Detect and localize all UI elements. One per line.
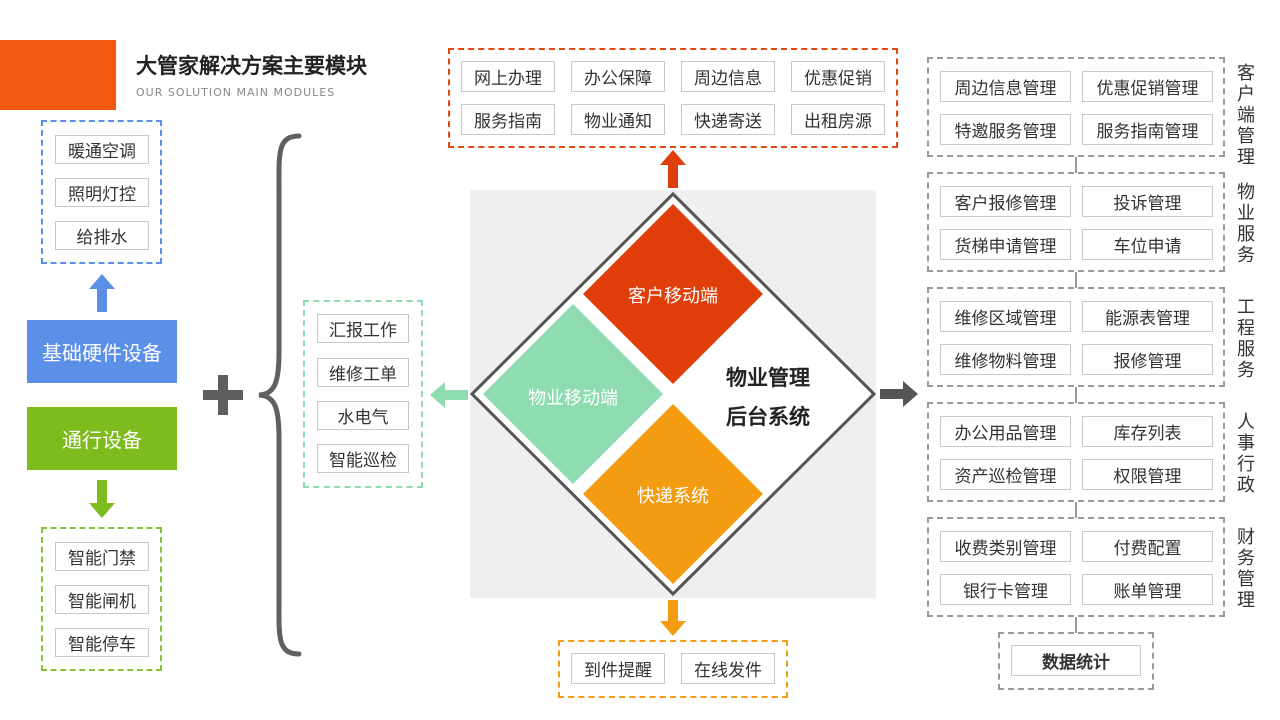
- curly-brace-icon: [258, 133, 302, 657]
- customer-feature-rental: 出租房源: [791, 104, 885, 135]
- staff-item-repair-order: 维修工单: [317, 358, 409, 387]
- module-item: 投诉管理: [1082, 186, 1213, 217]
- data-stats-group: [998, 632, 1154, 690]
- module-item: 客户报修管理: [940, 186, 1071, 217]
- arrow-up-icon: [89, 274, 115, 312]
- module-item: 货梯申请管理: [940, 229, 1071, 260]
- center-diamond: [470, 191, 876, 597]
- module-label-finance: 财务管理: [1237, 527, 1255, 611]
- customer-feature-notice: 物业通知: [571, 104, 665, 135]
- customer-feature-courier: 快递寄送: [681, 104, 775, 135]
- module-group-engineering: [927, 287, 1225, 387]
- express-feature-send: 在线发件: [681, 653, 775, 684]
- data-stats-box: 数据统计: [1011, 645, 1141, 676]
- customer-feature-office: 办公保障: [571, 61, 665, 92]
- hardware-item-water: 给排水: [55, 221, 149, 250]
- module-connector: [1075, 502, 1077, 518]
- access-device-group: [41, 527, 162, 671]
- backend-system-title-line1: 物业管理: [726, 366, 810, 390]
- backend-system-title-line2: 后台系统: [726, 405, 810, 429]
- module-item: 银行卡管理: [940, 574, 1071, 605]
- access-item-door: 智能门禁: [55, 542, 149, 571]
- module-item: 收费类别管理: [940, 531, 1071, 562]
- module-item: 周边信息管理: [940, 71, 1071, 102]
- module-group-property-service: [927, 172, 1225, 272]
- module-item: 资产巡检管理: [940, 459, 1071, 490]
- arrow-down-icon: [89, 480, 115, 518]
- staff-item-utilities: 水电气: [317, 401, 409, 430]
- express-system-label: 快递系统: [637, 486, 709, 507]
- module-item: 库存列表: [1082, 416, 1213, 447]
- basic-hardware-button: 基础硬件设备: [27, 320, 177, 383]
- module-item: 优惠促销管理: [1082, 71, 1213, 102]
- module-item: 办公用品管理: [940, 416, 1071, 447]
- module-item: 服务指南管理: [1082, 114, 1213, 145]
- customer-feature-online: 网上办理: [461, 61, 555, 92]
- customer-feature-promotion: 优惠促销: [791, 61, 885, 92]
- property-staff-group: [303, 300, 423, 488]
- module-group-finance: [927, 517, 1225, 617]
- page-subtitle: OUR SOLUTION MAIN MODULES: [136, 86, 336, 99]
- module-label-hr-admin: 人事行政: [1237, 412, 1255, 496]
- arrow-left-icon: [430, 382, 468, 408]
- property-mobile-shape: [483, 304, 663, 484]
- access-device-button: 通行设备: [27, 407, 177, 470]
- access-item-parking: 智能停车: [55, 628, 149, 657]
- module-item: 权限管理: [1082, 459, 1213, 490]
- module-item: 维修区域管理: [940, 301, 1071, 332]
- module-item: 能源表管理: [1082, 301, 1213, 332]
- module-connector: [1075, 387, 1077, 403]
- customer-features-group: [448, 48, 898, 148]
- module-item: 账单管理: [1082, 574, 1213, 605]
- module-connector: [1075, 617, 1077, 633]
- hardware-item-hvac: 暖通空调: [55, 135, 149, 164]
- module-item: 付费配置: [1082, 531, 1213, 562]
- title-accent-block: [0, 40, 116, 110]
- page-title: 大管家解决方案主要模块: [136, 54, 367, 78]
- module-connector: [1075, 272, 1077, 288]
- property-mobile-label: 物业移动端: [528, 388, 618, 409]
- express-features-group: [558, 640, 788, 698]
- customer-mobile-shape: [583, 204, 763, 384]
- arrow-up-icon: [660, 150, 686, 188]
- module-item: 维修物料管理: [940, 344, 1071, 375]
- arrow-right-icon: [880, 381, 918, 407]
- arrow-down-icon: [660, 600, 686, 636]
- module-item: 车位申请: [1082, 229, 1213, 260]
- express-feature-arrival: 到件提醒: [571, 653, 665, 684]
- staff-item-inspection: 智能巡检: [317, 444, 409, 473]
- module-connector: [1075, 157, 1077, 173]
- customer-feature-guide: 服务指南: [461, 104, 555, 135]
- module-label-property-service: 物业服务: [1237, 182, 1255, 266]
- module-label-client: 客户端管理: [1237, 63, 1255, 168]
- express-shape: [583, 404, 763, 584]
- module-item: 特邀服务管理: [940, 114, 1071, 145]
- module-label-engineering: 工程服务: [1237, 297, 1255, 381]
- customer-feature-nearby: 周边信息: [681, 61, 775, 92]
- hvac-lighting-water-group: [41, 120, 162, 264]
- module-group-client: [927, 57, 1225, 157]
- customer-mobile-label: 客户移动端: [628, 286, 718, 307]
- module-item: 报修管理: [1082, 344, 1213, 375]
- module-group-hr-admin: [927, 402, 1225, 502]
- hardware-item-lighting: 照明灯控: [55, 178, 149, 207]
- plus-icon: [203, 375, 243, 415]
- access-item-gate: 智能闸机: [55, 585, 149, 614]
- staff-item-report: 汇报工作: [317, 314, 409, 343]
